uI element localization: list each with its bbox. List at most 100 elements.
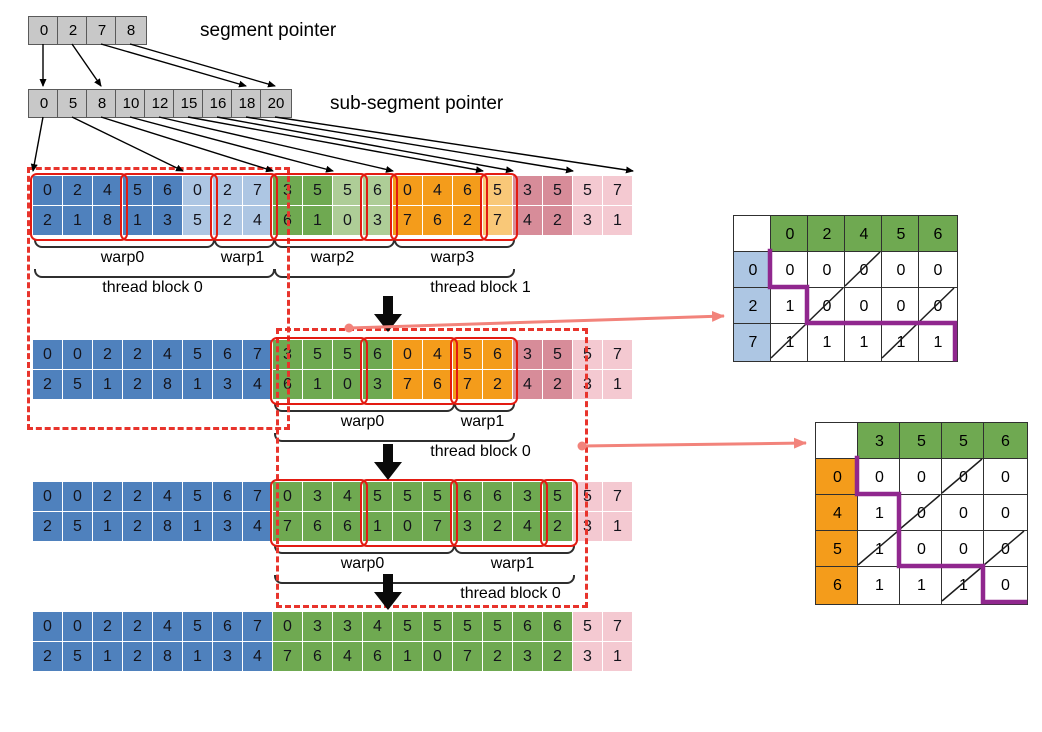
grid-cell: 7: [273, 642, 302, 671]
matrix-cell: 0: [844, 287, 884, 326]
grid-cell: 3: [213, 512, 242, 541]
grid-cell: 5: [393, 612, 422, 641]
grid-cell: 4: [243, 370, 272, 399]
grid-cell: 5: [303, 340, 332, 369]
grid-cell: 2: [543, 370, 572, 399]
segment-pointer-cell: 0: [28, 16, 60, 45]
matrix-cell: 1: [857, 566, 902, 605]
warp-box: [120, 173, 218, 241]
grid-cell: 3: [213, 642, 242, 671]
warp-box: [360, 337, 458, 405]
grid-cell: 3: [573, 642, 602, 671]
matrix-corner-cell: [815, 422, 860, 461]
grid-cell: 7: [603, 176, 632, 205]
matrix-col-header: 5: [899, 422, 944, 461]
block-label: thread block 0: [460, 585, 561, 602]
subsegment-pointer-arrow: [129, 116, 334, 173]
grid-cell: 7: [243, 340, 272, 369]
subsegment-pointer-cell: 16: [202, 89, 234, 118]
grid-cell: 6: [513, 612, 542, 641]
segment-pointer-cell: 7: [86, 16, 118, 45]
grid-cell: 6: [363, 642, 392, 671]
matrix-cell: 1: [941, 566, 986, 605]
grid-cell: 5: [63, 642, 92, 671]
grid-cell: 2: [123, 642, 152, 671]
subsegment-pointer-arrow: [158, 116, 394, 173]
grid-cell: 5: [63, 512, 92, 541]
grid-cell: 2: [63, 176, 92, 205]
matrix-cell: 0: [881, 287, 921, 326]
matrix-cell: 0: [807, 251, 847, 290]
warp-box: [270, 479, 368, 547]
matrix-cell: 0: [899, 530, 944, 569]
subsegment-pointer-arrow: [71, 116, 184, 172]
segment-pointer-arrow: [100, 43, 247, 88]
grid-cell: 6: [213, 340, 242, 369]
subsegment-pointer-cell: 20: [260, 89, 292, 118]
matrix-col-header: 5: [881, 215, 921, 254]
grid-cell: 3: [333, 612, 362, 641]
grid-cell: 1: [183, 642, 212, 671]
grid-cell: 0: [333, 370, 362, 399]
grid-cell: 7: [603, 340, 632, 369]
matrix-cell: 0: [899, 458, 944, 497]
connector-arrow: [581, 437, 807, 449]
matrix-cell: 0: [983, 530, 1028, 569]
grid-cell: 2: [453, 206, 482, 235]
grid-cell: 3: [573, 206, 602, 235]
subsegment-pointer-cell: 12: [144, 89, 176, 118]
subsegment-pointer-arrow: [274, 116, 634, 174]
grid-cell: 7: [243, 176, 272, 205]
matrix-col-header: 5: [941, 422, 986, 461]
warp-label: warp1: [490, 555, 535, 572]
warp-label: warp0: [340, 555, 385, 572]
warp-box: [210, 173, 278, 241]
warp-box: [30, 173, 128, 241]
warp-label: warp0: [340, 413, 385, 430]
matrix-cell: 1: [770, 287, 810, 326]
matrix-cell: 0: [941, 530, 986, 569]
grid-cell: 6: [213, 482, 242, 511]
matrix-cell: 0: [941, 458, 986, 497]
grid-cell: 5: [423, 482, 452, 511]
grid-cell: 0: [33, 482, 62, 511]
segment-pointer-arrow: [129, 43, 276, 88]
grid-cell: 1: [603, 206, 632, 235]
warp-label: warp3: [430, 249, 475, 266]
matrix-row-header: 0: [733, 251, 773, 290]
subsegment-pointer-arrow: [245, 116, 574, 174]
matrix-row-header: 0: [815, 458, 860, 497]
grid-cell: 6: [543, 612, 572, 641]
grid-cell: 4: [153, 340, 182, 369]
grid-cell: 1: [93, 642, 122, 671]
matrix-cell: 0: [807, 287, 847, 326]
grid-cell: 7: [243, 612, 272, 641]
grid-cell: 0: [63, 612, 92, 641]
grid-cell: 0: [33, 612, 62, 641]
grid-cell: 1: [603, 370, 632, 399]
matrix-cell: 0: [941, 494, 986, 533]
grid-cell: 0: [33, 176, 62, 205]
grid-cell: 0: [33, 340, 62, 369]
warp-box: [270, 337, 368, 405]
warp-brace: [454, 403, 515, 412]
grid-cell: 5: [333, 340, 362, 369]
grid-cell: 6: [333, 512, 362, 541]
grid-cell: 2: [33, 206, 62, 235]
grid-cell: 4: [93, 176, 122, 205]
grid-cell: 7: [393, 370, 422, 399]
grid-cell: 7: [453, 642, 482, 671]
segment-pointer-arrow: [71, 43, 102, 87]
grid-cell: 2: [543, 642, 572, 671]
grid-cell: 0: [333, 206, 362, 235]
grid-cell: 5: [393, 482, 422, 511]
grid-cell: 3: [513, 642, 542, 671]
grid-cell: 2: [123, 612, 152, 641]
grid-cell: 1: [93, 512, 122, 541]
grid-cell: 5: [183, 206, 212, 235]
warp-box: [450, 337, 518, 405]
grid-cell: 5: [543, 176, 572, 205]
grid-cell: 8: [93, 206, 122, 235]
grid-cell: 1: [603, 512, 632, 541]
warp-box: [450, 479, 548, 547]
